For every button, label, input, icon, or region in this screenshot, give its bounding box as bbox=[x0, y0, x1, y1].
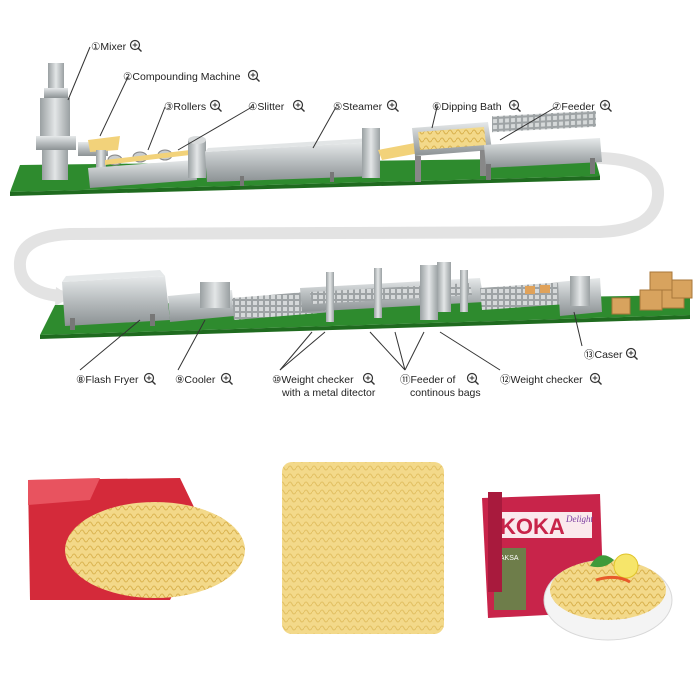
svg-text:④Slitter: ④Slitter bbox=[248, 101, 285, 113]
svg-text:⑥Dipping Bath: ⑥Dipping Bath bbox=[432, 101, 502, 113]
svg-text:②Compounding Machine: ②Compounding Machine bbox=[123, 71, 241, 83]
svg-text:⑦Feeder: ⑦Feeder bbox=[552, 101, 595, 113]
packaging-machines bbox=[300, 262, 484, 322]
bottom-belt-edge bbox=[40, 315, 690, 339]
steamer-machine bbox=[205, 128, 380, 186]
label-feeder-continous-bags: ⑪Feeder of continous bags bbox=[400, 372, 481, 399]
pack-flavor-text: LAKSA bbox=[496, 555, 519, 562]
label-rollers: ③Rollers bbox=[164, 99, 222, 113]
label-flash-fryer: ⑧Flash Fryer bbox=[76, 372, 156, 386]
svg-text:continous bags: continous bags bbox=[410, 387, 481, 399]
cooler-machine bbox=[168, 282, 234, 322]
label-weight-checker-metal: ⑩Weight checker with a metal ditector bbox=[272, 372, 376, 399]
label-cooler: ⑨Cooler bbox=[175, 372, 233, 386]
zoom-icon[interactable] bbox=[292, 99, 305, 112]
svg-text:①Mixer: ①Mixer bbox=[91, 41, 127, 53]
zoom-icon[interactable] bbox=[143, 372, 156, 385]
zoom-icon[interactable] bbox=[466, 372, 479, 385]
pack-brand-text: KOKA bbox=[500, 514, 565, 539]
zoom-icon[interactable] bbox=[599, 99, 612, 112]
zoom-icon[interactable] bbox=[386, 99, 399, 112]
svg-text:⑫Weight checker: ⑫Weight checker bbox=[500, 374, 583, 386]
mixer-machine bbox=[36, 63, 76, 180]
compounding-machine bbox=[78, 136, 120, 182]
svg-text:⑨Cooler: ⑨Cooler bbox=[175, 374, 216, 386]
noodle-sheet-strip bbox=[378, 142, 425, 160]
zoom-icon[interactable] bbox=[209, 99, 222, 112]
noodle-bowl-photo bbox=[543, 553, 673, 641]
zoom-icon[interactable] bbox=[362, 372, 375, 385]
dipping-bath-machine bbox=[412, 122, 492, 182]
svg-text:⑬Caser: ⑬Caser bbox=[584, 349, 623, 361]
flash-fryer-machine bbox=[62, 270, 170, 330]
zoom-icon[interactable] bbox=[625, 347, 638, 360]
noodle-block-photo bbox=[282, 462, 444, 634]
leader-lines bbox=[67, 46, 583, 371]
zoom-icon[interactable] bbox=[589, 372, 602, 385]
label-feeder: ⑦Feeder bbox=[552, 99, 612, 113]
pack-sub-text: Delight bbox=[565, 514, 593, 524]
svg-text:③Rollers: ③Rollers bbox=[164, 101, 206, 113]
label-caser: ⑬Caser bbox=[584, 347, 638, 361]
svg-text:⑪Feeder of: ⑪Feeder of bbox=[400, 374, 456, 386]
zoom-icon[interactable] bbox=[247, 69, 260, 82]
label-steamer: ⑤Steamer bbox=[333, 99, 399, 113]
label-dipping-bath: ⑥Dipping Bath bbox=[432, 99, 521, 113]
label-compounding-machine: ②Compounding Machine bbox=[123, 69, 260, 83]
feeder-machine bbox=[484, 110, 602, 180]
svg-text:with a metal ditector: with a metal ditector bbox=[281, 387, 376, 399]
noodle-packs-on-conveyor bbox=[525, 285, 550, 294]
zoom-icon[interactable] bbox=[129, 39, 142, 52]
stacked-cartons bbox=[611, 271, 693, 315]
noodles-in-pack-photo bbox=[28, 478, 245, 600]
svg-text:⑩Weight checker: ⑩Weight checker bbox=[272, 374, 354, 386]
label-slitter: ④Slitter bbox=[248, 99, 305, 113]
station-labels: ①Mixer ②Compounding Machine ③Rollers ④Sl… bbox=[76, 39, 638, 399]
top-belt-edge bbox=[10, 176, 600, 196]
svg-text:⑧Flash Fryer: ⑧Flash Fryer bbox=[76, 374, 139, 386]
label-weight-checker: ⑫Weight checker bbox=[500, 372, 602, 386]
rollers-machine bbox=[88, 149, 197, 188]
caser-machine bbox=[558, 276, 602, 316]
svg-text:⑤Steamer: ⑤Steamer bbox=[333, 101, 383, 113]
zoom-icon[interactable] bbox=[220, 372, 233, 385]
zoom-icon[interactable] bbox=[508, 99, 521, 112]
return-loop bbox=[13, 152, 665, 302]
label-mixer: ①Mixer bbox=[91, 39, 142, 53]
